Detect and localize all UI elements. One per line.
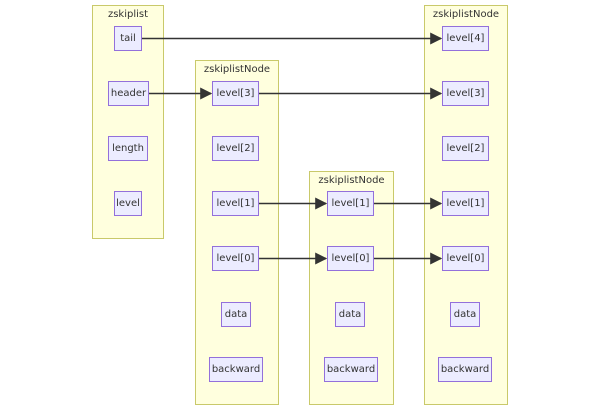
node-a-level1: level[1] — [212, 191, 259, 216]
node-a-level0: level[0] — [212, 246, 259, 271]
zskiplistnode-a-title: zskiplistNode — [203, 64, 271, 75]
node-a-data: data — [221, 302, 251, 327]
node-c-level4: level[4] — [442, 26, 489, 51]
node-a-level2: level[2] — [212, 136, 259, 161]
node-c-data: data — [450, 302, 480, 327]
node-c-level0: level[0] — [442, 246, 489, 271]
node-b-backward: backward — [324, 357, 378, 382]
node-b-data: data — [335, 302, 365, 327]
node-c-level2: level[2] — [442, 136, 489, 161]
node-c-level3: level[3] — [442, 81, 489, 106]
node-a-level3: level[3] — [212, 81, 259, 106]
zskiplistnode-a-group: zskiplistNode — [195, 60, 279, 405]
zskiplistnode-b-title: zskiplistNode — [318, 175, 385, 186]
zskiplist-level-field: level — [114, 191, 142, 216]
zskiplist-title: zskiplist — [107, 9, 149, 20]
zskiplist-header-field: header — [108, 81, 149, 106]
node-c-backward: backward — [438, 357, 492, 382]
zskiplist-tail-field: tail — [114, 26, 142, 51]
node-b-level1: level[1] — [327, 191, 374, 216]
zskiplist-length-field: length — [108, 136, 148, 161]
node-c-level1: level[1] — [442, 191, 489, 216]
node-a-backward: backward — [209, 357, 263, 382]
node-b-level0: level[0] — [327, 246, 374, 271]
zskiplistnode-c-title: zskiplistNode — [432, 9, 500, 20]
